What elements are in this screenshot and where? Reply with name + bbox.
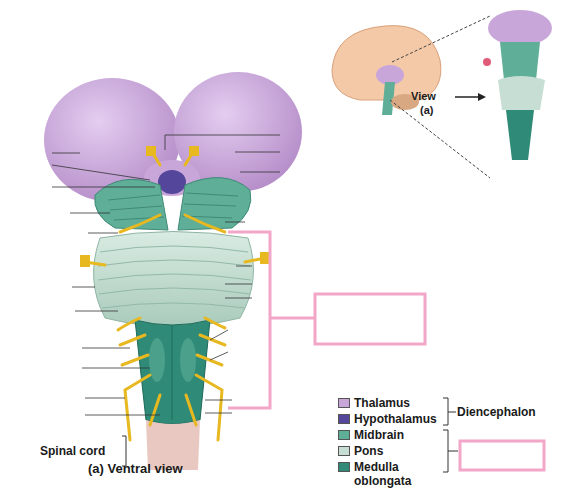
- nerve-stumps: [80, 146, 270, 267]
- legend-text: Thalamus: [354, 396, 438, 410]
- median-fissure: [172, 325, 173, 420]
- peduncle-striations: [108, 193, 238, 220]
- olive: [180, 338, 196, 382]
- legend-bracket: [443, 430, 458, 472]
- leader-lines: [52, 135, 280, 415]
- cranial-nerves: [85, 152, 265, 440]
- pons-striations: [98, 246, 251, 308]
- legend-text: Medulla oblongata: [354, 460, 438, 488]
- part-label: Spinal cord: [40, 444, 120, 458]
- legend-swatch: [338, 446, 350, 456]
- answer-box: [315, 294, 425, 344]
- view-label: View: [411, 89, 455, 103]
- legend-swatch: [338, 398, 350, 408]
- legend-swatch: [338, 414, 350, 424]
- bracket: [228, 232, 315, 408]
- legend-text: Hypothalamus: [354, 412, 438, 426]
- legend-swatch: [338, 462, 350, 472]
- figure-caption: (a) Ventral view: [88, 462, 248, 476]
- group-label: Diencephalon: [457, 405, 557, 419]
- answer-box: [460, 441, 544, 470]
- pons: [94, 232, 254, 327]
- inset-brain: [332, 10, 552, 178]
- cerebral-peduncle: [178, 178, 251, 230]
- legend-text: Midbrain: [354, 428, 438, 442]
- view-label: (a): [420, 103, 450, 117]
- hypothalamus: [158, 170, 186, 194]
- legend-text: Pons: [354, 444, 438, 458]
- legend-bracket: [443, 398, 456, 425]
- legend-swatch: [338, 430, 350, 440]
